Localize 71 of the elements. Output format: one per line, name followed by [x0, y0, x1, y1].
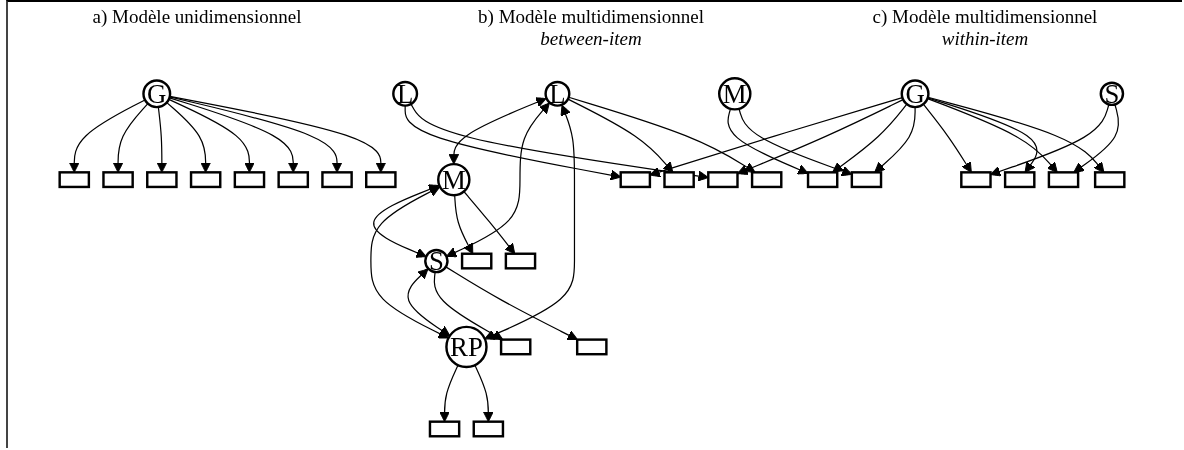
node-circle: M	[718, 77, 752, 111]
arrow	[166, 102, 211, 173]
panel-title: b) Modèle multidimensionnel	[477, 6, 705, 28]
node-box	[850, 171, 883, 189]
arrow	[168, 97, 299, 173]
node-box	[504, 252, 537, 270]
node-circle: G	[142, 79, 172, 109]
arrow	[484, 104, 576, 340]
node-box	[619, 171, 652, 189]
node-box	[575, 338, 608, 356]
node-box	[102, 171, 134, 189]
subtitle: within-item	[940, 28, 1030, 50]
node-box	[428, 420, 461, 438]
arrow	[927, 97, 1038, 173]
arrow	[373, 184, 440, 258]
arrow	[448, 97, 547, 165]
node-circle: G	[900, 79, 930, 109]
node-circle: M	[437, 162, 471, 197]
node-box	[1003, 171, 1036, 189]
node-circle: RP	[445, 325, 488, 369]
node-box	[499, 338, 532, 356]
node-box	[1047, 171, 1080, 189]
arrow	[445, 266, 578, 341]
arrow	[410, 103, 709, 182]
node-box	[233, 171, 266, 189]
arrow	[169, 95, 387, 173]
arrow	[922, 103, 972, 173]
node-box	[321, 171, 353, 189]
arrow	[68, 99, 146, 173]
arrow	[407, 268, 451, 337]
node-circle: S	[424, 248, 449, 274]
arrow	[990, 103, 1110, 177]
node-circle: S	[1099, 81, 1125, 107]
arrow	[874, 106, 916, 173]
node-box	[960, 171, 992, 189]
arrow	[727, 108, 809, 175]
arrow	[168, 98, 255, 173]
node-box	[707, 171, 739, 189]
arrow	[463, 190, 516, 255]
node-box	[189, 171, 222, 189]
subtitle: between-item	[539, 28, 643, 50]
arrow	[738, 108, 853, 177]
node-box	[750, 171, 783, 189]
arrow	[567, 98, 674, 173]
arrow	[568, 96, 756, 173]
node-box	[806, 171, 839, 189]
arrow	[927, 96, 1105, 173]
arrow	[737, 99, 904, 175]
node-box	[146, 171, 178, 189]
arrow	[1073, 103, 1120, 173]
arrow	[832, 103, 908, 173]
node-box	[472, 420, 505, 438]
arrow	[446, 102, 550, 258]
node-box	[58, 171, 91, 189]
arrow	[433, 271, 504, 341]
node-box	[277, 171, 310, 189]
node-circle: L	[544, 80, 571, 107]
arrow	[439, 364, 459, 423]
node-box	[365, 171, 397, 189]
arrow	[404, 105, 622, 181]
node-circle: L	[392, 80, 419, 107]
arrow	[169, 96, 343, 173]
panel-title: c) Modèle multidimensionnel	[871, 6, 1099, 28]
arrow	[156, 106, 168, 173]
panel-title: a) Modèle unidimensionnel	[91, 6, 303, 28]
node-box	[1093, 171, 1126, 189]
arrow	[474, 364, 494, 423]
node-box	[460, 252, 493, 270]
arrow	[649, 97, 903, 178]
arrow	[112, 103, 149, 173]
node-box	[663, 171, 695, 189]
